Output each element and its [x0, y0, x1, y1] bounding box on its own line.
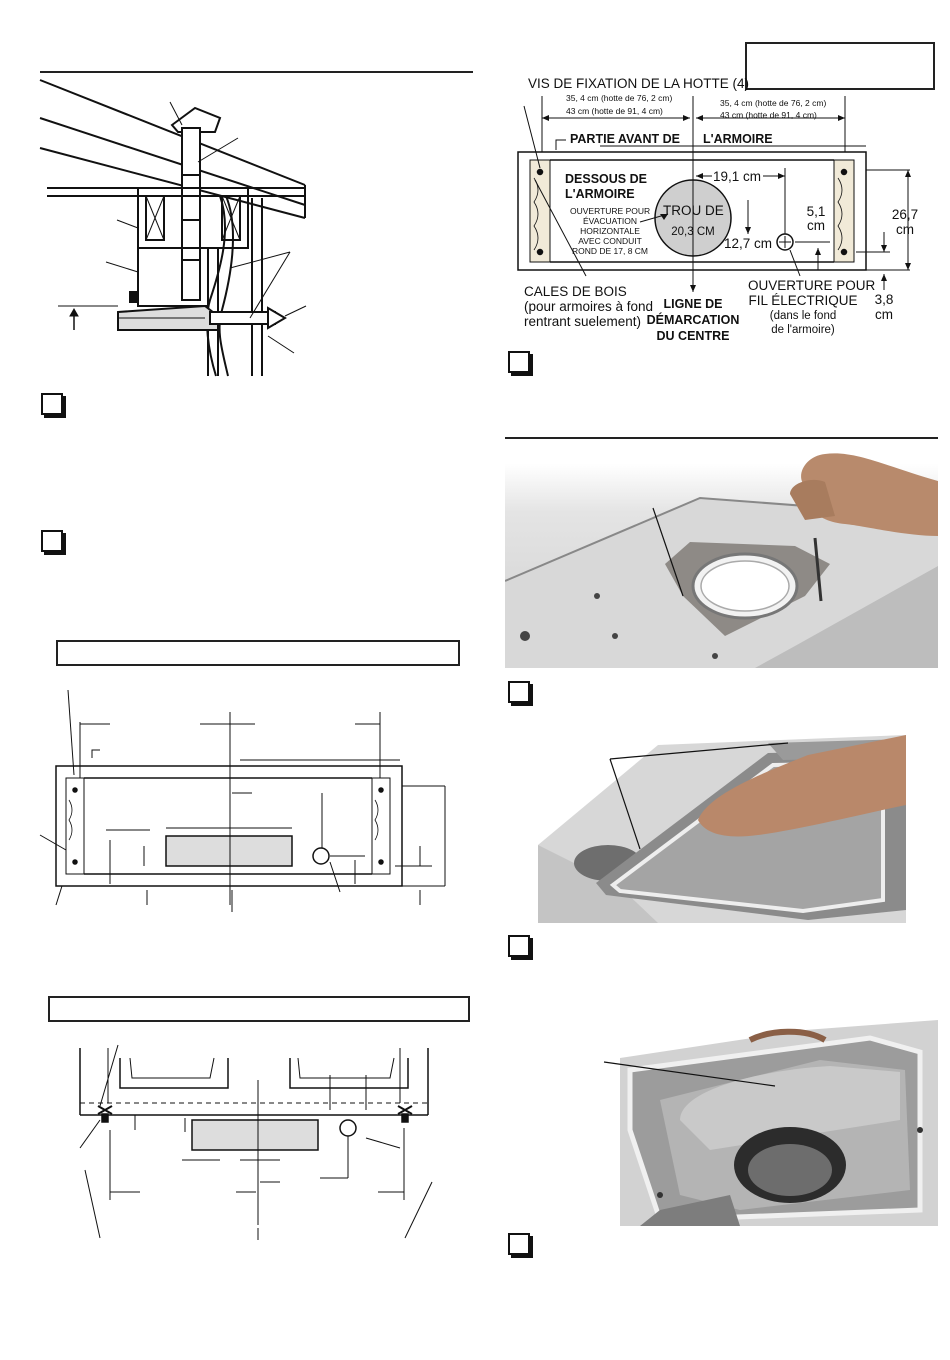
section-rule-mid-right — [505, 437, 938, 439]
step-checkbox-2[interactable] — [41, 530, 63, 552]
top-right-header-box — [745, 42, 935, 90]
step-checkbox-6[interactable] — [508, 1233, 530, 1255]
label-vis-fixation: VIS DE FIXATION DE LA HOTTE (4) — [528, 76, 750, 91]
section-rule-top-left — [40, 71, 473, 73]
label-dessous-2: L'ARMOIRE — [565, 187, 635, 201]
label-ouverture-3: HORIZONTALE — [580, 226, 640, 236]
label-fil-3: (dans le fond — [769, 310, 837, 322]
label-dessous-1: DESSOUS DE — [565, 172, 647, 186]
photo-grease-filter — [538, 735, 906, 923]
label-dim-51-2: cm — [807, 218, 825, 233]
label-ouverture-5: ROND DE 17, 8 CM — [571, 246, 649, 256]
label-fil-1: OUVERTURE POUR — [748, 278, 876, 293]
label-trou-2: 20,3 CM — [671, 226, 715, 238]
label-partie-avant: PARTIE AVANT DE — [570, 132, 680, 146]
label-fil-2: FIL ÉLECTRIQUE — [748, 293, 858, 308]
label-dim-left-1: 35, 4 cm (hotte de 76, 2 cm) — [566, 93, 673, 103]
photo-blower-cover — [620, 1010, 938, 1226]
step-checkbox-4[interactable] — [508, 681, 530, 703]
step-checkbox-5[interactable] — [508, 935, 530, 957]
photo-hood-top-screwdriver — [505, 446, 938, 668]
label-dim-right-1: 35, 4 cm (hotte de 76, 2 cm) — [720, 98, 827, 108]
label-fil-4: de l'armoire) — [771, 324, 835, 336]
label-dim-38-1: 3,8 — [874, 292, 894, 307]
label-dim-51-1: 5,1 — [806, 204, 826, 219]
step-checkbox-3[interactable] — [508, 351, 530, 373]
label-ouverture-1: OUVERTURE POUR — [570, 206, 651, 216]
cabinet-bottom-header-box — [56, 640, 460, 666]
label-armoire: L'ARMOIRE — [703, 132, 773, 146]
label-ligne-1: LIGNE DE — [663, 297, 723, 311]
label-dim-19: 19,1 cm — [713, 169, 762, 184]
label-ouverture-4: AVEC CONDUIT — [578, 236, 642, 246]
label-dim-right-2: 43 cm (hotte de 91, 4 cm) — [720, 110, 817, 120]
label-dim-left-2: 43 cm (hotte de 91, 4 cm) — [566, 106, 663, 116]
label-dim-38-2: cm — [875, 307, 893, 322]
label-dim-127: 12,7 cm — [724, 236, 773, 251]
step-checkbox-1[interactable] — [41, 393, 63, 415]
label-dim-267-1: 26,7 — [891, 207, 919, 222]
label-ouverture-2: ÉVACUATION — [583, 216, 637, 226]
label-ligne-2: DÉMARCATION — [646, 313, 740, 327]
label-dim-267-2: cm — [896, 222, 914, 237]
label-cales-3: rentrant suelement) — [524, 314, 642, 329]
wall-mount-header-box — [48, 996, 470, 1022]
label-ligne-3: DU CENTRE — [656, 329, 730, 343]
label-cales-2: (pour armoires à fond — [524, 299, 654, 314]
label-trou-1: TROU DE — [663, 203, 724, 218]
label-cales-1: CALES DE BOIS — [524, 284, 627, 299]
